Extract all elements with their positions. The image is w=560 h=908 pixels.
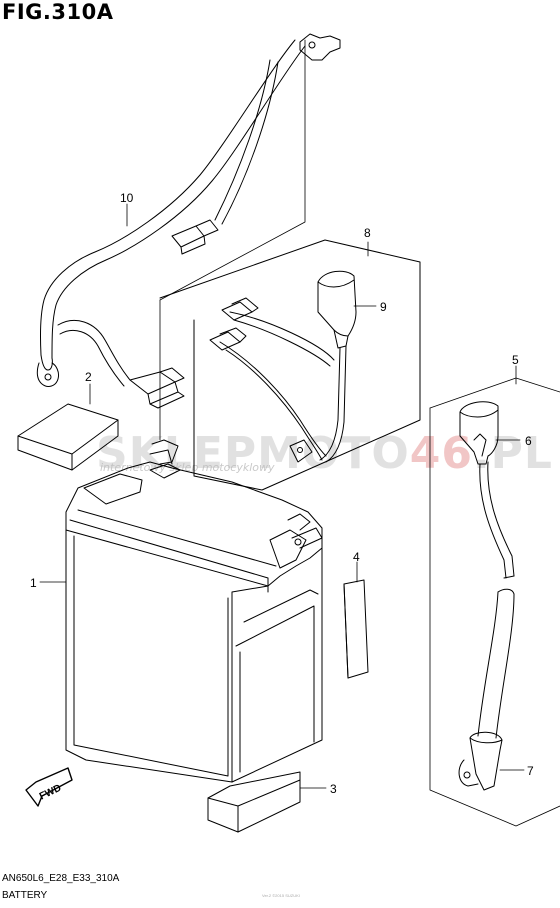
callout-10: 10 [120,191,134,205]
footer-tiny: Ver.2 ©2015 SUZUKI [262,893,300,898]
callout-6: 6 [525,434,532,448]
svg-text:SKLEPMOTO46.PL: SKLEPMOTO46.PL [96,428,553,479]
terminal-cover-6 [459,401,515,579]
callout-8: 8 [364,226,371,240]
watermark-tagline: internetowy sklep motocyklowy [100,461,275,474]
footer-name: BATTERY [2,890,48,901]
assembly-box-8 [159,239,421,491]
battery-pad-2 [17,403,119,471]
svg-text:internetowy sklep motocyklowy: internetowy sklep motocyklowy [100,461,275,474]
callout-4: 4 [353,550,360,564]
terminal-cap-9 [317,270,357,463]
watermark: SKLEPMOTO46.PL internetowy sklep motocyk… [96,428,553,479]
watermark-brand: SKLEPMOTO [96,428,410,479]
fwd-label: FWD [38,783,63,803]
callout-5: 5 [512,353,519,367]
battery-1 [65,439,323,783]
callout-9: 9 [380,300,387,314]
watermark-accent: 46 [410,428,473,479]
callout-3: 3 [330,782,337,796]
callout-1: 1 [30,576,37,590]
watermark-suffix: .PL [473,428,553,479]
figure-title: FIG.310A [2,0,114,24]
leader-lines [39,203,525,789]
footer-code: AN650L6_E28_E33_310A [2,873,120,884]
label-4 [343,579,369,679]
callout-numbers: 1 2 3 4 5 6 7 8 9 10 [30,191,534,796]
fwd-direction-badge: FWD [25,767,73,807]
battery-lead-wire-10 [36,33,341,441]
battery-cable-7 [458,588,515,791]
callout-2: 2 [85,370,92,384]
callout-7: 7 [527,764,534,778]
battery-pad-3 [207,771,301,833]
